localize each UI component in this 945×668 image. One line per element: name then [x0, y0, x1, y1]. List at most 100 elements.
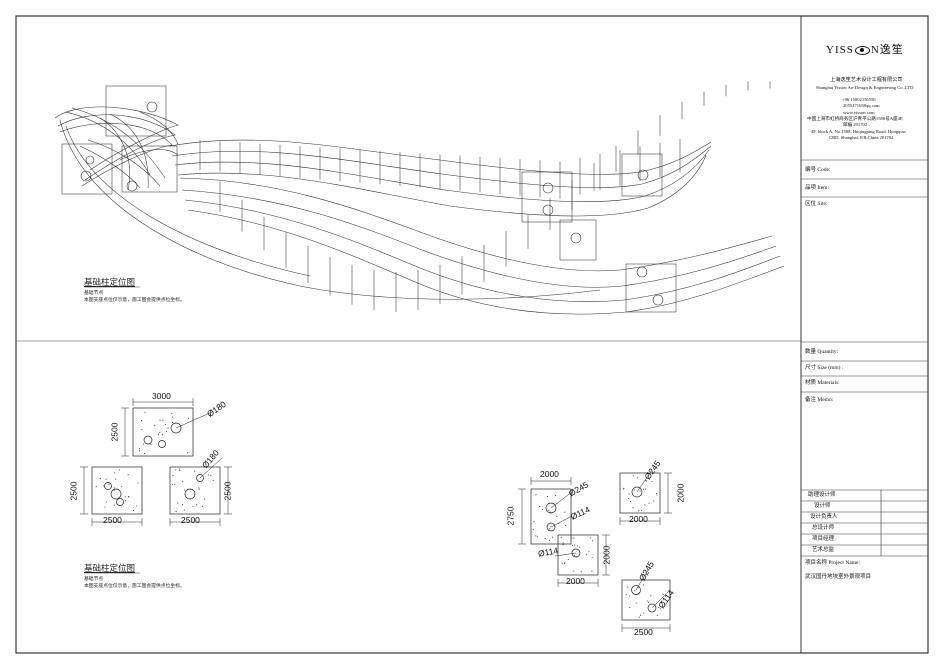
memo-field: 备注 Memo: — [805, 397, 834, 403]
concrete-dot — [172, 475, 174, 477]
concrete-dot — [542, 508, 544, 510]
concrete-dot — [183, 509, 185, 511]
concrete-dot — [628, 595, 631, 597]
concrete-dot — [656, 494, 658, 496]
concrete-dot — [182, 481, 184, 483]
concrete-dot — [554, 494, 557, 496]
concrete-dot — [144, 411, 146, 413]
company-address-en-2: CBD, Shanghai, P.R.China 201702 — [829, 135, 894, 140]
company-address-cn-1: 中国上海市虹桥商务区沪青平公路1588号A座4F, — [807, 116, 904, 121]
concrete-dot — [184, 489, 186, 491]
concrete-dot — [548, 509, 550, 511]
concrete-dot — [539, 505, 541, 508]
logo-text-left: YISS — [826, 44, 854, 56]
concrete-dot — [533, 521, 535, 523]
concrete-dot — [551, 536, 553, 538]
concrete-dot — [105, 501, 107, 503]
concrete-dot — [562, 542, 564, 544]
concrete-dot — [580, 571, 582, 573]
concrete-dot — [635, 594, 637, 596]
concrete-dot — [591, 540, 593, 542]
concrete-dot — [645, 480, 647, 482]
concrete-dot — [174, 483, 176, 485]
concrete-dot — [137, 482, 139, 484]
concrete-dot — [650, 595, 652, 597]
concrete-dot — [171, 483, 173, 486]
concrete-dot — [108, 483, 110, 485]
sculpture-plan — [54, 81, 785, 315]
concrete-dot — [159, 431, 161, 433]
concrete-dot — [115, 478, 117, 480]
concrete-dot — [651, 480, 653, 482]
concrete-dot — [644, 504, 646, 506]
concrete-dot — [574, 544, 576, 546]
concrete-dot — [546, 496, 549, 498]
concrete-dot — [635, 602, 637, 604]
right-footings — [518, 469, 672, 632]
concrete-dot — [564, 511, 566, 513]
concrete-dot — [182, 504, 184, 506]
concrete-dot — [641, 510, 643, 512]
project-name-value: 武汉国丹地块室外景观项目 — [805, 574, 872, 580]
concrete-dot — [656, 614, 658, 616]
site-field: 区位 Site: — [805, 201, 828, 207]
concrete-dot — [629, 501, 631, 503]
logo-text-right: N逸笙 — [870, 44, 904, 56]
role-design-lead: 设计负责人 — [810, 514, 838, 520]
dim-right-d-width: 2500 — [634, 627, 653, 637]
concrete-dot — [550, 526, 552, 528]
concrete-dot — [561, 563, 563, 565]
left-footings — [80, 398, 232, 526]
concrete-dot — [103, 485, 105, 487]
concrete-dot — [622, 488, 624, 490]
concrete-dot — [210, 474, 212, 476]
concrete-dot — [548, 539, 551, 541]
concrete-dot — [625, 594, 627, 596]
concrete-dot — [548, 528, 550, 530]
concrete-dot — [648, 502, 650, 504]
concrete-dot — [212, 479, 214, 481]
concrete-dot — [114, 487, 116, 489]
dim-right-c-width: 2000 — [566, 576, 585, 586]
concrete-dot — [575, 556, 577, 558]
dim-left-top-height: 2500 — [109, 422, 120, 442]
concrete-dot — [196, 504, 198, 506]
role-assistant-designer: 助理设计师 — [808, 492, 836, 498]
concrete-dot — [627, 586, 629, 588]
concrete-dot — [175, 469, 177, 471]
concrete-dot — [198, 487, 200, 489]
concrete-dot — [140, 420, 143, 422]
top-plan-note-1: 基础节点 — [84, 291, 104, 296]
concrete-dot — [201, 505, 203, 507]
concrete-dot — [629, 606, 631, 609]
concrete-dot — [638, 510, 640, 512]
concrete-dot — [590, 537, 592, 539]
top-plan-note-2: 本图支座点位仅示意，施工图会提供点位坐标。 — [84, 298, 185, 303]
size-field: 尺寸 Size (mm) : — [805, 365, 844, 371]
dim-right-a-width: 2000 — [540, 469, 559, 479]
concrete-dot — [632, 475, 634, 477]
concrete-dot — [662, 593, 664, 595]
role-project-manager: 项目经理 — [812, 536, 835, 542]
concrete-dot — [95, 486, 97, 488]
role-chief-designer: 总设计师 — [812, 525, 835, 531]
concrete-dot — [165, 430, 167, 432]
concrete-dot — [165, 423, 167, 426]
concrete-dot — [658, 606, 660, 609]
concrete-dot — [113, 504, 115, 506]
concrete-dot — [172, 416, 174, 418]
concrete-dot — [154, 424, 156, 426]
concrete-dot — [573, 570, 575, 572]
dim-left-top-width: 3000 — [152, 391, 171, 401]
concrete-dot — [573, 554, 576, 556]
concrete-dot — [573, 537, 575, 539]
concrete-dot — [124, 496, 126, 498]
concrete-dot — [198, 488, 200, 490]
company-address-cn-2: 邮编 201702 — [843, 122, 868, 127]
concrete-dot — [659, 608, 661, 610]
concrete-dot — [159, 419, 161, 421]
concrete-dot — [576, 545, 579, 547]
company-name-cn: 上海逸笙艺术设计工程有限公司 — [830, 77, 903, 83]
concrete-dot — [194, 470, 196, 472]
role-art-director: 艺术总监 — [812, 547, 835, 553]
